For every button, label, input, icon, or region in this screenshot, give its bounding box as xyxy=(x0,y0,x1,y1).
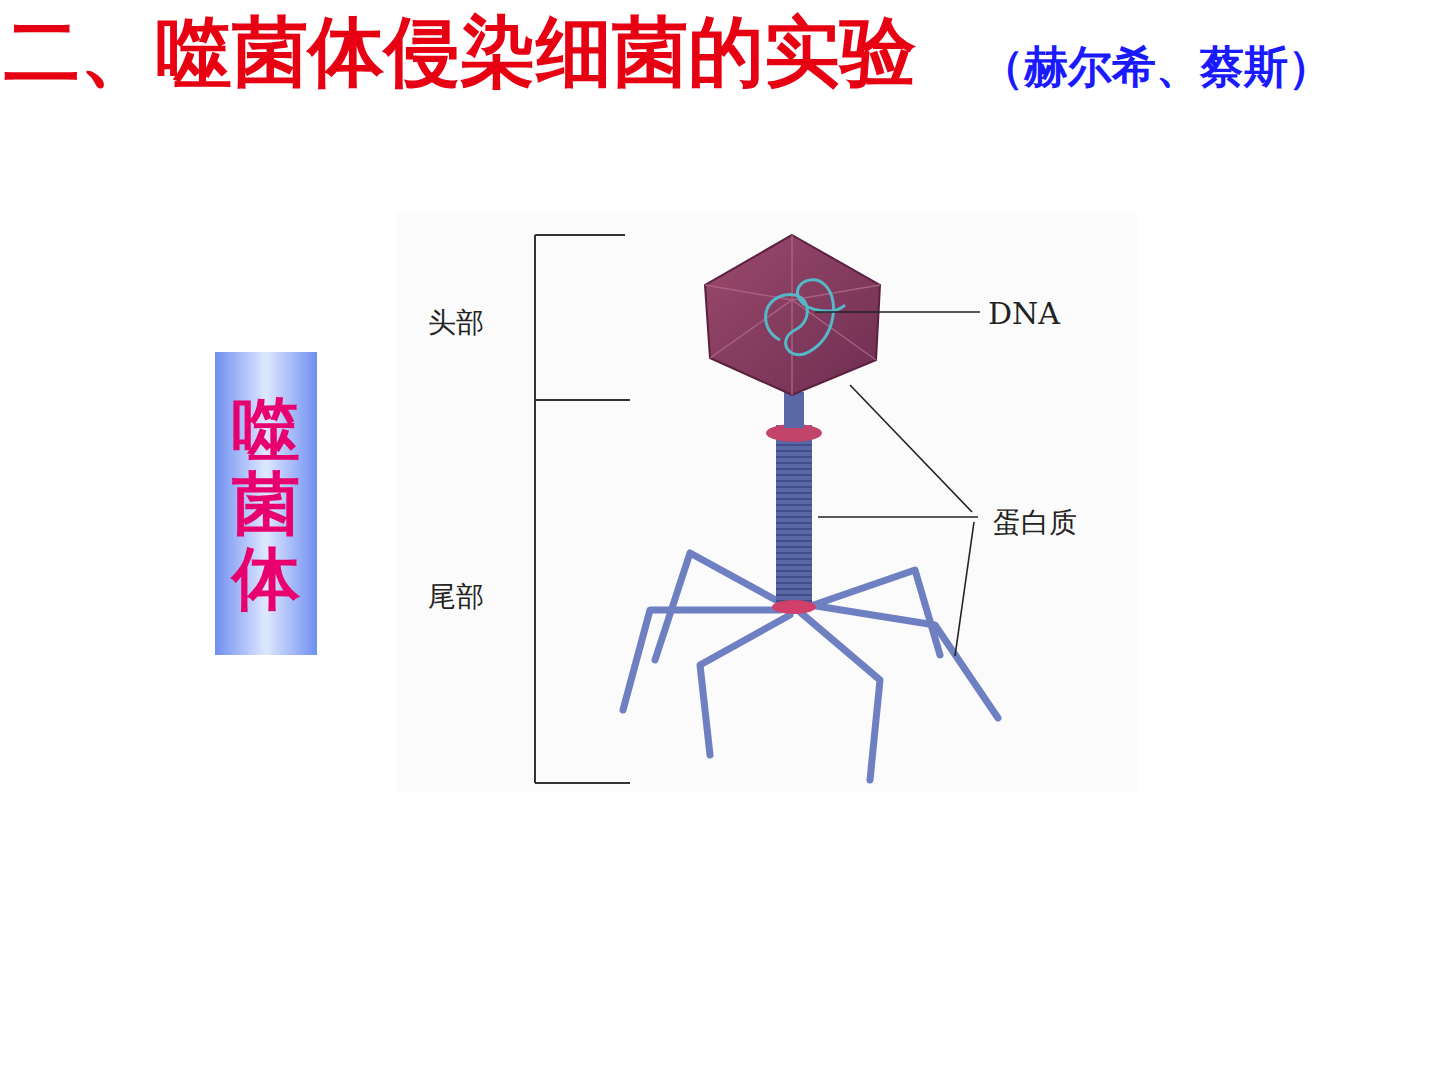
leader-lines xyxy=(815,312,980,656)
part-name: 尾部 xyxy=(428,578,484,616)
title-column-box: 噬菌体 xyxy=(215,352,317,655)
vertical-title: 噬菌体 xyxy=(232,391,300,615)
part-name: 蛋白质 xyxy=(993,504,1077,542)
neck xyxy=(784,392,804,428)
part-name: DNA xyxy=(988,296,1060,331)
dna-coil xyxy=(766,280,845,355)
authors: （赫尔希、蔡斯） xyxy=(980,38,1332,97)
part-name: 头部 xyxy=(428,304,484,342)
title: 二、噬菌体侵染细菌的实验 xyxy=(4,2,916,105)
phage-head xyxy=(705,235,880,395)
tail-sheath xyxy=(776,425,812,607)
bracket xyxy=(535,235,630,783)
base-plate xyxy=(772,600,816,614)
figure-ground xyxy=(396,213,1138,792)
